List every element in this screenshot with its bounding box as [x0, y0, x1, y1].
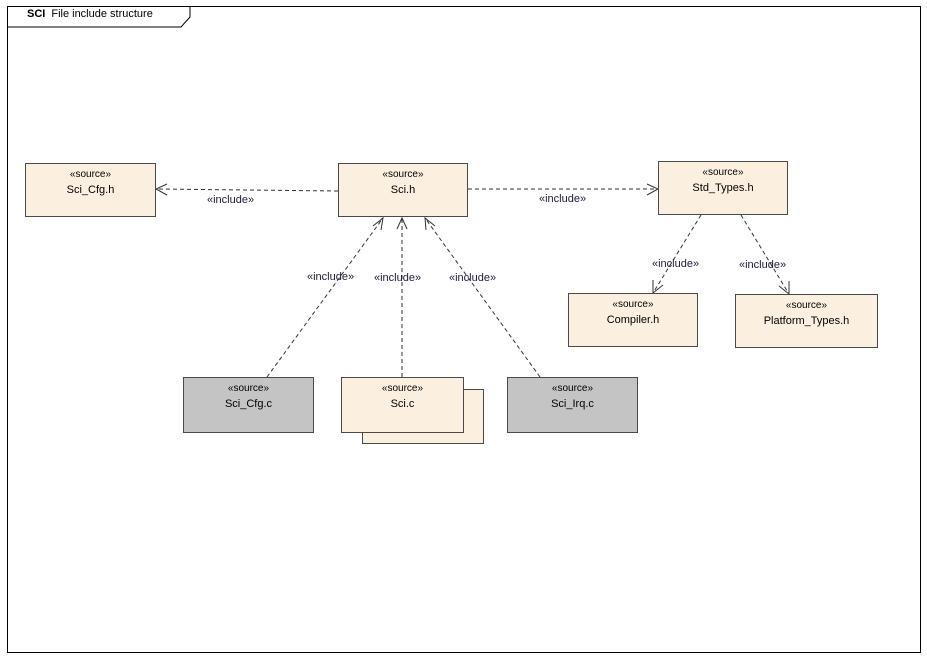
stereotype-label: «source» [612, 299, 654, 310]
stereotype-label: «source» [227, 383, 270, 394]
include-label-std-types-h: «include» [539, 193, 587, 205]
stereotype-label: «source» [69, 169, 112, 180]
edge-sci-h-to-sci-cfg-h[interactable] [155, 188, 339, 192]
stereotype-label: «source» [382, 169, 424, 180]
node-sci-cfg-c[interactable]: «source» Sci_Cfg.c [183, 377, 314, 433]
frame-title-tab [7, 6, 191, 28]
stereotype-label: «source» [702, 167, 744, 178]
include-label-sci-irq-c: «include» [449, 272, 497, 284]
node-std-types-h[interactable]: «source» Std_Types.h [658, 161, 788, 215]
node-platform-types-h[interactable]: «source» Platform_Types.h [735, 294, 878, 348]
stereotype-label: «source» [785, 300, 828, 311]
node-name: Sci_Irq.c [551, 398, 594, 410]
node-name: Sci.h [390, 184, 416, 196]
arrowhead-sci-h-right [424, 216, 436, 231]
include-label-platform-types-h: «include» [739, 259, 787, 271]
node-name: Std_Types.h [692, 182, 754, 194]
stereotype-label: «source» [381, 383, 424, 394]
node-sci-cfg-h[interactable]: «source» Sci_Cfg.h [25, 163, 156, 217]
node-name: Platform_Types.h [763, 315, 850, 327]
arrowhead-sci-h-center [396, 216, 408, 230]
node-sci-h[interactable]: «source» Sci.h [338, 163, 468, 217]
arrowhead-platform-types-h [778, 281, 790, 296]
node-sci-c[interactable]: «source» Sci.c [341, 377, 464, 433]
include-label-compiler-h: «include» [652, 258, 700, 270]
arrowhead-sci-cfg-h [154, 183, 168, 196]
arrowhead-compiler-h [652, 280, 664, 295]
edge-std-types-h-to-compiler-h[interactable] [652, 214, 702, 294]
stereotype-label: «source» [551, 383, 594, 394]
frame-title-text: File include structure [51, 8, 153, 20]
include-label-sci-cfg-h: «include» [207, 194, 255, 206]
node-sci-irq-c[interactable]: «source» Sci_Irq.c [507, 377, 638, 433]
edge-sci-irq-c-to-sci-h[interactable] [424, 217, 541, 378]
arrowhead-sci-h-left [372, 216, 384, 231]
frame-tab-outline [7, 6, 191, 28]
frame-kind: SCI [27, 8, 46, 20]
edge-sci-cfg-c-to-sci-h[interactable] [266, 217, 384, 378]
include-label-sci-cfg-c: «include» [307, 271, 355, 283]
node-name: Sci_Cfg.h [66, 184, 115, 196]
node-name: Compiler.h [606, 314, 660, 326]
node-compiler-h[interactable]: «source» Compiler.h [568, 293, 698, 347]
node-name: Sci.c [390, 398, 415, 410]
include-label-sci-c: «include» [374, 272, 422, 284]
edge-std-types-h-to-platform-types-h[interactable] [740, 214, 790, 295]
frame-title: SCI File include structure [27, 8, 153, 20]
node-name: Sci_Cfg.c [224, 398, 273, 410]
